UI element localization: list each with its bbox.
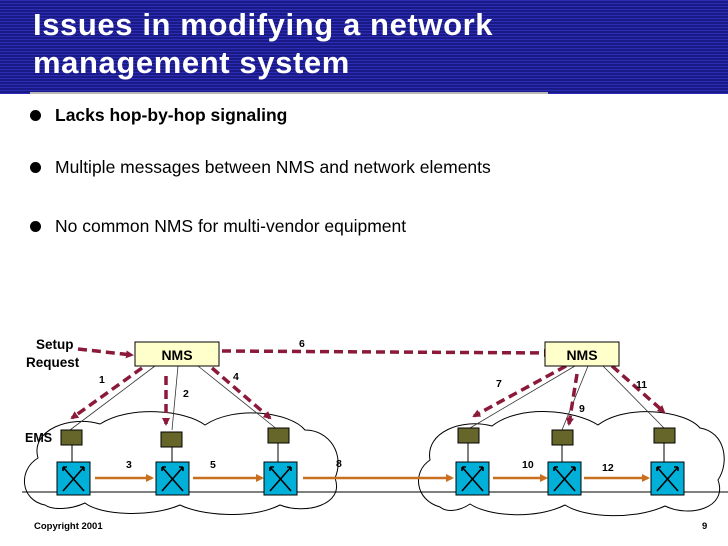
step-label-1: 1 — [99, 374, 105, 386]
network-diagram: NMS NMS — [22, 337, 728, 517]
management-lines — [69, 365, 665, 431]
ems-switch-links — [71, 443, 665, 462]
signaling-arrows — [70, 347, 666, 426]
title-background — [0, 0, 728, 94]
bullet-1: Lacks hop-by-hop signaling — [30, 105, 287, 126]
network-cloud-right — [418, 411, 725, 517]
ems-box — [160, 431, 183, 448]
signal-arrow-1 — [70, 366, 144, 420]
ems-boxes — [60, 427, 676, 448]
bullet-dot-icon — [30, 162, 41, 173]
step-label-4: 4 — [233, 371, 239, 383]
signal-arrow-6 — [221, 348, 552, 357]
page-number: 9 — [702, 521, 708, 532]
bullet-text: Lacks hop-by-hop signaling — [55, 105, 288, 125]
step-label-2: 2 — [183, 388, 189, 400]
signal-arrow-11 — [610, 364, 666, 414]
setup-request-label-line2: Request — [26, 355, 80, 370]
bullet-text: No common NMS for multi-vendor equipment — [55, 216, 407, 236]
switch-icon — [547, 461, 582, 496]
title-underline — [30, 92, 548, 94]
ems-box — [653, 427, 676, 444]
nms-right-label: NMS — [566, 347, 597, 363]
step-label-10: 10 — [522, 459, 534, 471]
switch-icon — [56, 461, 91, 496]
switch-icon — [263, 461, 298, 496]
step-label-11: 11 — [636, 379, 647, 391]
signal-arrow-9 — [565, 373, 579, 426]
switch-icon — [650, 461, 685, 496]
bullet-3: No common NMS for multi-vendor equipment — [30, 216, 406, 237]
signal-arrow-setup — [77, 347, 134, 359]
signal-arrow-7 — [472, 364, 567, 418]
copyright-footer: Copyright 2001 — [34, 521, 103, 532]
signal-arrow-4 — [210, 366, 272, 420]
ems-box — [267, 427, 290, 444]
bullet-text: Multiple messages between NMS and networ… — [55, 157, 491, 177]
ems-box — [551, 429, 574, 446]
network-cloud-left — [23, 411, 339, 515]
step-label-5: 5 — [210, 459, 216, 471]
bullet-dot-icon — [30, 221, 41, 232]
slide-title: Issues in modifying a network management… — [33, 7, 494, 80]
step-label-3: 3 — [126, 459, 132, 471]
step-label-12: 12 — [602, 462, 614, 474]
ems-label: EMS — [25, 431, 52, 445]
step-label-8: 8 — [336, 458, 342, 470]
bullet-dot-icon — [30, 110, 41, 121]
step-label-7: 7 — [496, 378, 502, 390]
nms-left-label: NMS — [161, 347, 192, 363]
switch-icon — [455, 461, 490, 496]
nms-box-left: NMS — [134, 341, 220, 367]
bullet-2: Multiple messages between NMS and networ… — [30, 157, 491, 178]
step-label-6: 6 — [299, 338, 305, 350]
switch-icon — [155, 461, 190, 496]
setup-request-label-line1: Setup — [36, 337, 74, 352]
step-label-9: 9 — [579, 403, 585, 415]
title-bar: Issues in modifying a network management… — [0, 0, 728, 94]
ems-box — [457, 427, 480, 444]
nms-box-right: NMS — [544, 341, 620, 367]
switches — [56, 461, 685, 496]
ems-box — [60, 429, 83, 446]
